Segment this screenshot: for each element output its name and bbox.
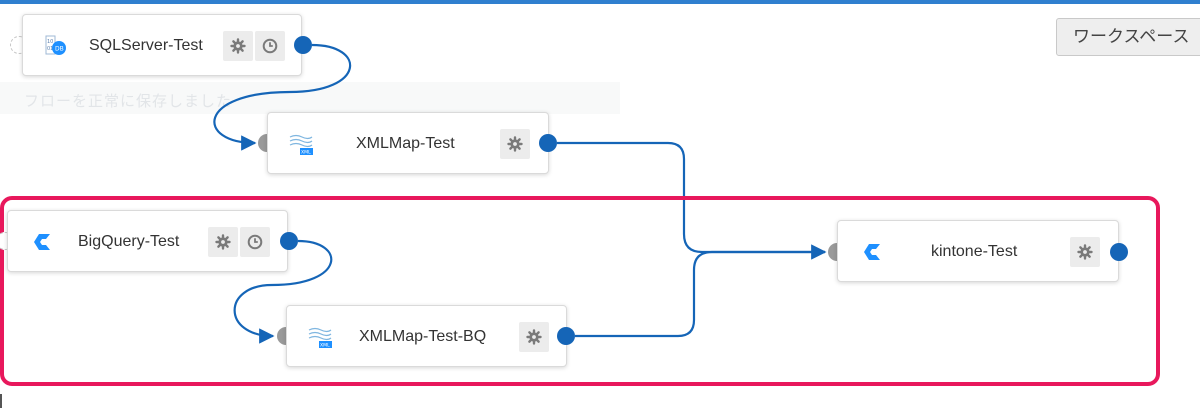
node-label: XMLMap-Test bbox=[356, 135, 455, 152]
node-label: XMLMap-Test-BQ bbox=[359, 328, 487, 345]
xml-map-icon: XML bbox=[307, 324, 333, 350]
node-xmlmap-test-bq[interactable]: XML XMLMap-Test-BQ bbox=[286, 305, 567, 367]
clock-icon bbox=[247, 234, 263, 250]
top-accent-bar bbox=[0, 0, 1200, 4]
canvas-edge-marker bbox=[0, 394, 2, 408]
settings-button[interactable] bbox=[208, 227, 238, 257]
svg-text:XML: XML bbox=[301, 150, 311, 156]
gear-icon bbox=[215, 234, 231, 250]
cdata-connector-icon bbox=[860, 239, 886, 265]
node-kintone-test[interactable]: kintone-Test bbox=[837, 220, 1119, 282]
settings-button[interactable] bbox=[1070, 237, 1100, 267]
node-label: BigQuery-Test bbox=[78, 233, 180, 250]
connector-xmlmap-bq-to-kintone bbox=[575, 250, 825, 338]
svg-text:10: 10 bbox=[47, 39, 53, 45]
gear-icon bbox=[526, 329, 542, 345]
gear-icon bbox=[230, 38, 246, 54]
gear-icon bbox=[1077, 244, 1093, 260]
output-port[interactable] bbox=[1110, 243, 1128, 261]
database-icon: 10 01 DB bbox=[43, 33, 69, 59]
cdata-connector-icon bbox=[30, 229, 56, 255]
connector-sqlserver-to-xmlmap bbox=[213, 43, 352, 151]
node-label: SQLServer-Test bbox=[89, 37, 203, 54]
status-message: フローを正常に保存しました bbox=[24, 93, 233, 110]
settings-button[interactable] bbox=[223, 31, 253, 61]
output-port[interactable] bbox=[280, 232, 298, 250]
output-port[interactable] bbox=[557, 327, 575, 345]
xml-map-icon: XML bbox=[288, 131, 314, 157]
output-port[interactable] bbox=[294, 36, 312, 54]
schedule-button[interactable] bbox=[240, 227, 270, 257]
clock-icon bbox=[262, 38, 278, 54]
settings-button[interactable] bbox=[500, 129, 530, 159]
node-bigquery-test[interactable]: BigQuery-Test bbox=[7, 210, 288, 272]
svg-text:01: 01 bbox=[47, 46, 53, 52]
node-label: kintone-Test bbox=[931, 243, 1018, 260]
settings-button[interactable] bbox=[519, 322, 549, 352]
svg-text:DB: DB bbox=[55, 46, 64, 53]
gear-icon bbox=[507, 136, 523, 152]
output-port[interactable] bbox=[539, 134, 557, 152]
node-sqlserver-test[interactable]: 10 01 DB SQLServer-Test bbox=[22, 14, 302, 76]
connector-bigquery-to-xmlmap-bq bbox=[233, 239, 333, 344]
svg-text:XML: XML bbox=[320, 343, 330, 349]
status-message-bar bbox=[0, 82, 620, 114]
schedule-button[interactable] bbox=[255, 31, 285, 61]
workspace-button[interactable]: ワークスペース bbox=[1056, 18, 1200, 56]
node-xmlmap-test[interactable]: XML XMLMap-Test bbox=[267, 112, 549, 174]
highlight-box bbox=[0, 196, 1160, 386]
